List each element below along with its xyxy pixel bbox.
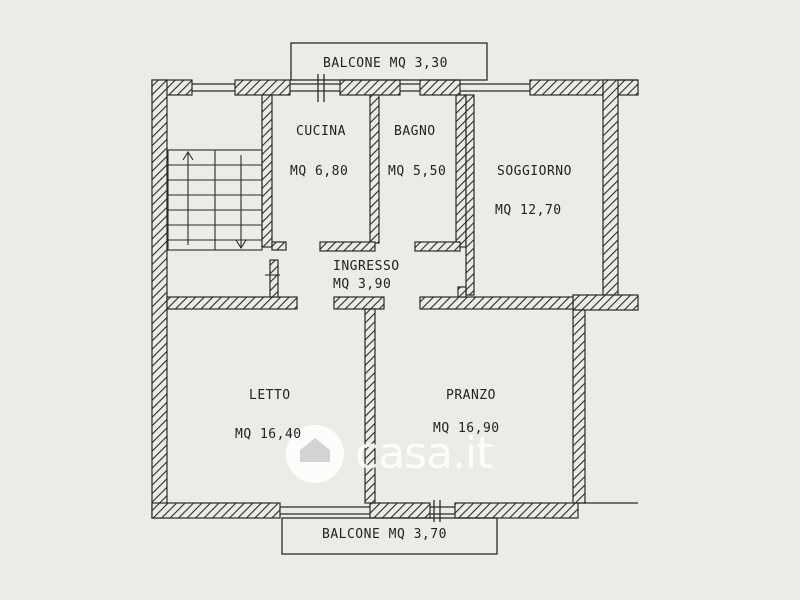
casa-it-watermark: casa.it [283,424,523,484]
cucina-area: MQ 6,80 [290,164,349,179]
pranzo-name: PRANZO [446,388,496,403]
ingresso-area: MQ 3,90 [333,277,392,292]
watermark-logo [286,425,344,483]
balcone-bottom-area: MQ 3,70 [388,527,447,542]
ingresso-name: INGRESSO [333,259,400,274]
soggiorno-name: SOGGIORNO [497,164,572,179]
pranzo-area: MQ 16,90 [433,421,500,436]
outer-walls [151,79,639,519]
windows [192,79,638,515]
balcone-top-name: BALCONE [323,56,382,71]
staircase [167,149,280,276]
bagno-name: BAGNO [394,124,436,139]
letto-area: MQ 16,40 [235,427,302,442]
watermark-text: casa.it [355,428,494,479]
balcone-top-area: MQ 3,30 [389,56,448,71]
balcone-bottom-label: BALCONE MQ 3,70 [322,527,447,542]
balconies [281,42,498,555]
interior-walls [166,94,574,504]
balcone-top-label: BALCONE MQ 3,30 [323,56,448,71]
bagno-area: MQ 5,50 [388,164,447,179]
letto-name: LETTO [249,388,291,403]
balcone-bottom-name: BALCONE [322,527,381,542]
soggiorno-area: MQ 12,70 [495,203,562,218]
cucina-name: CUCINA [296,124,346,139]
